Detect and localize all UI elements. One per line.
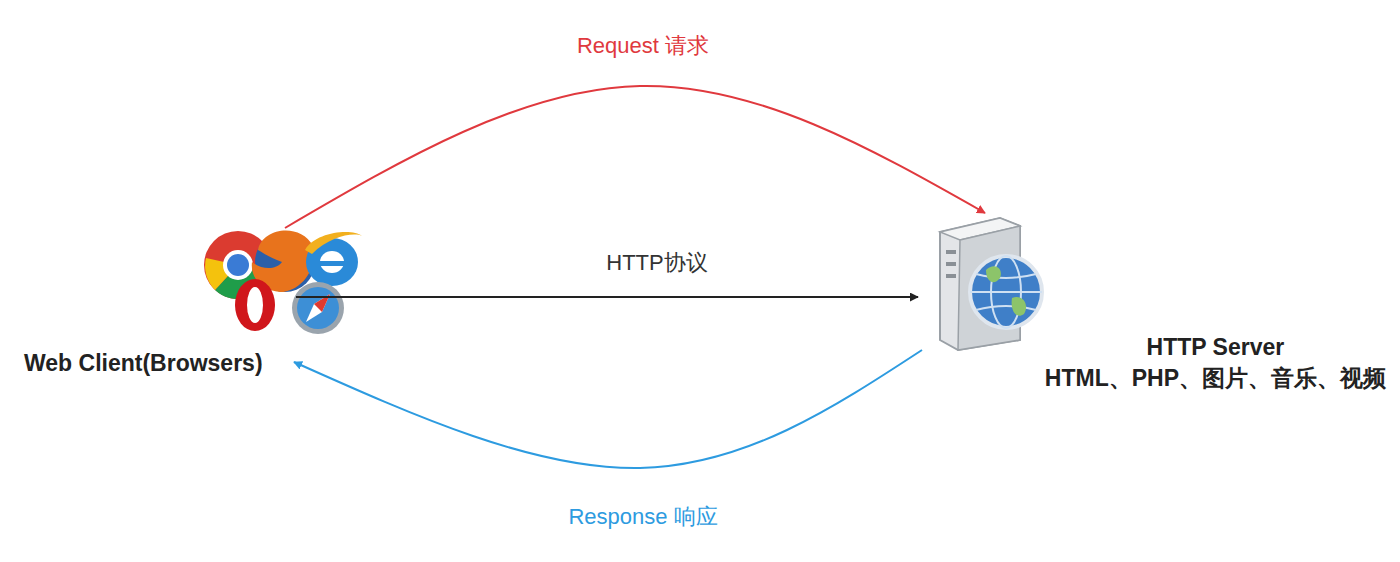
node-title: Web Client(Browsers): [24, 348, 263, 379]
node-body: HTML、PHP、图片、音乐、视频: [1045, 363, 1386, 394]
edge-label: Response 响应: [564, 502, 721, 532]
edge-label: HTTP协议: [602, 248, 711, 278]
node-title: HTTP Server: [1045, 332, 1386, 363]
edge-label: Request 请求: [573, 31, 713, 61]
server-icon: [940, 218, 1042, 350]
protocol-arrow: [296, 296, 918, 298]
request-arc: [285, 86, 985, 228]
text-group: Web Client(Browsers): [24, 348, 263, 379]
browser-icons: [200, 225, 365, 335]
text-group: HTTP ServerHTML、PHP、图片、音乐、视频: [1045, 332, 1386, 394]
server-node: HTTP ServerHTML、PHP、图片、音乐、视频: [920, 210, 1392, 400]
client-node: Web Client(Browsers): [18, 225, 290, 385]
response-arc: [294, 350, 922, 468]
